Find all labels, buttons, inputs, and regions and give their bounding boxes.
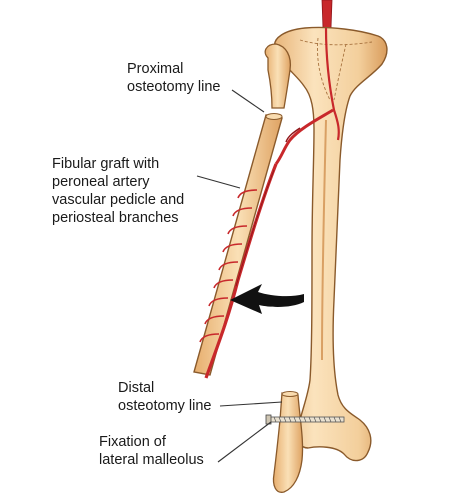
transfer-arrow bbox=[230, 284, 304, 314]
label-fibular-graft: Fibular graft with peroneal artery vascu… bbox=[52, 156, 185, 226]
label-proximal-osteotomy-line: Proximal osteotomy line bbox=[127, 61, 221, 95]
leader-lines bbox=[196, 89, 283, 463]
periosteal-branches bbox=[199, 189, 258, 343]
leader-fixation bbox=[217, 421, 272, 463]
peroneal-artery-branch bbox=[285, 127, 301, 143]
distal-graft-cap bbox=[281, 391, 299, 397]
label-distal-osteotomy-line: Distal osteotomy line bbox=[118, 380, 212, 414]
label-fixation-lateral-malleolus: Fixation of lateral malleolus bbox=[99, 434, 204, 468]
tibia-plateau-detail bbox=[299, 37, 373, 101]
leader-proximal bbox=[231, 89, 265, 113]
fixation-screw bbox=[265, 414, 345, 425]
peroneal-artery-pedicle bbox=[204, 163, 278, 379]
lateral-malleolus bbox=[272, 392, 304, 493]
tibial-artery-trunk bbox=[324, 27, 340, 141]
leader-distal bbox=[219, 401, 283, 407]
fibula-head bbox=[264, 43, 292, 109]
popliteal-artery bbox=[321, 0, 333, 29]
peroneal-artery-pedicle-edge bbox=[235, 169, 275, 287]
leader-graft bbox=[196, 175, 241, 189]
tibia-shaft-line bbox=[321, 119, 327, 361]
tibia bbox=[273, 26, 388, 462]
graft-top-cap bbox=[265, 113, 283, 120]
peroneal-artery-proximal bbox=[274, 108, 334, 165]
